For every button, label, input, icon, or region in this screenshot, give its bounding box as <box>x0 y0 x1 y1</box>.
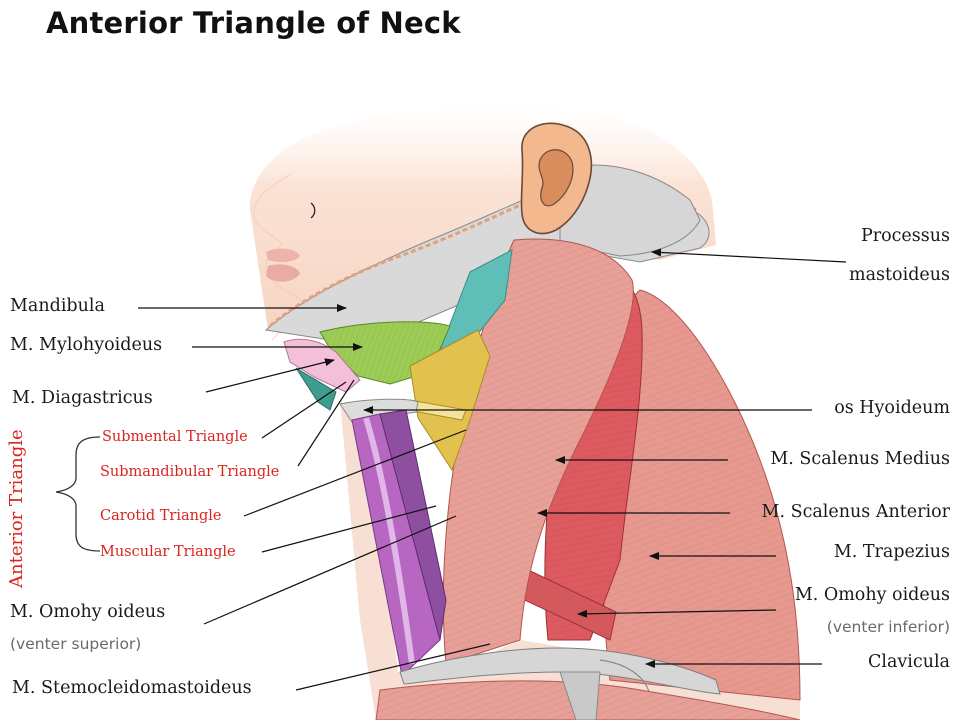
leader-carotid <box>243 429 467 517</box>
muscular-triangle-label: Muscular Triangle <box>100 544 236 560</box>
diagastricus-label: M. Diagastricus <box>12 388 153 408</box>
bone-layer <box>264 164 710 341</box>
upper-lip <box>266 248 300 263</box>
omohyoideus-inferior-label: M. Omohy oideus <box>794 585 950 605</box>
leader-sternocleido <box>295 643 491 691</box>
strap-muscle-purple <box>379 409 447 641</box>
omohyoideus-superior-sublabel: (venter superior) <box>10 635 142 653</box>
page-title: Anterior Triangle of Neck <box>46 6 461 40</box>
nostril <box>310 202 316 219</box>
leader-muscular <box>261 505 437 553</box>
clavicle-bone <box>399 647 721 695</box>
trapezius-label: M. Trapezius <box>833 542 950 562</box>
lower-lip <box>266 264 300 282</box>
ear <box>520 122 593 235</box>
submental-triangle-label: Submental Triangle <box>102 429 248 445</box>
group-brace <box>55 436 101 552</box>
scalenus-anterior-label: M. Scalenus Anterior <box>761 502 950 522</box>
sternocleidomastoideus-label: M. Stemocleidomastoideus <box>12 678 252 698</box>
processus-mastoideus-shape <box>559 164 701 257</box>
omohyoideus-inferior-sublabel: (venter inferior) <box>826 618 950 636</box>
anterior-triangle-heading: Anterior Triangle <box>6 429 27 588</box>
leader-submandibular <box>297 379 355 467</box>
processus-label-line2: mastoideus <box>849 265 950 285</box>
processus-label-line1: Processus <box>860 226 950 246</box>
leader-omohyoideus-inf <box>577 609 777 618</box>
leader-submental <box>261 381 347 439</box>
leader-processus <box>651 248 847 263</box>
submandibular-triangle-label: Submandibular Triangle <box>100 464 280 480</box>
hyoid-bone <box>339 398 419 423</box>
hyoideum-label: os Hyoideum <box>834 398 950 418</box>
clavicula-label: Clavicula <box>867 652 950 672</box>
leader-lines <box>138 248 847 691</box>
leader-omohyoideus-sup <box>203 515 457 625</box>
omohyoideus-superior-label: M. Omohy oideus <box>10 602 166 622</box>
mandibula-label: Mandibula <box>10 296 105 316</box>
carotid-triangle-label: Carotid Triangle <box>100 508 222 524</box>
scalenus-medius-label: M. Scalenus Medius <box>770 449 950 469</box>
mylohyoideus-label: M. Mylohyoideus <box>10 335 163 355</box>
leader-diagastricus <box>205 358 335 393</box>
digastric-anterior <box>283 338 361 393</box>
carotid-region <box>409 329 491 472</box>
